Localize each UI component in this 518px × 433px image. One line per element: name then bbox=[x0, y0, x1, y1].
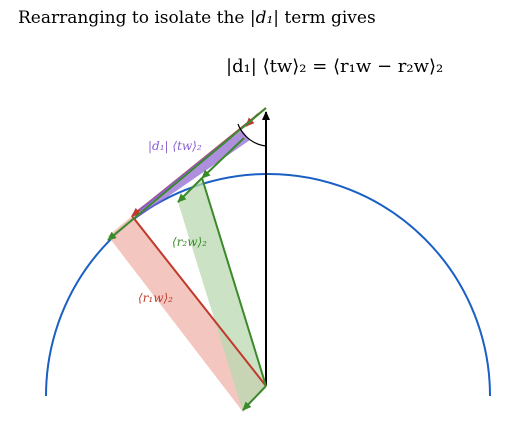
label-d1-tw: |d₁| ⟨tw⟩₂ bbox=[148, 139, 202, 153]
heading-prefix: Rearranging to isolate the bbox=[18, 8, 250, 28]
green-vector-mid bbox=[201, 137, 245, 179]
green-vector-top bbox=[107, 107, 267, 241]
red-vector-diagonal bbox=[131, 215, 267, 387]
green-band bbox=[178, 178, 266, 412]
equation: |d₁| ⟨tw⟩₂ = ⟨r₁w − r₂w⟩₂ bbox=[226, 56, 444, 77]
green-vector-side bbox=[177, 177, 203, 203]
angle-arc bbox=[237, 123, 267, 147]
green-vector-diagonal bbox=[201, 177, 267, 387]
heading-suffix: term gives bbox=[279, 8, 376, 28]
red-band bbox=[108, 216, 266, 412]
label-r2w: ⟨r₂w⟩₂ bbox=[172, 235, 207, 249]
label-r1w: ⟨r₁w⟩₂ bbox=[138, 291, 173, 305]
semicircle bbox=[45, 173, 491, 397]
heading: Rearranging to isolate the |d₁| term giv… bbox=[18, 8, 376, 28]
heading-math: |d₁| bbox=[249, 8, 280, 28]
green-vector-bottom bbox=[242, 385, 267, 411]
